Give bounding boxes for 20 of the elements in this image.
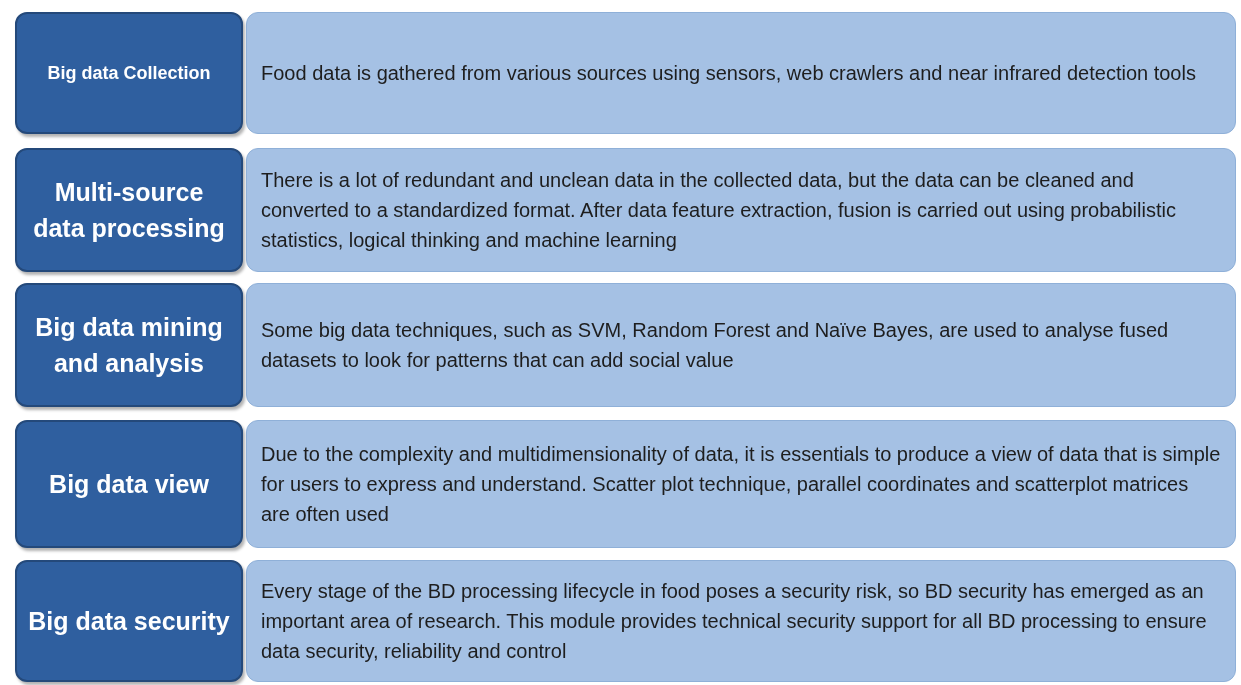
description-box <box>246 560 1236 682</box>
stage-title: Big data view <box>49 469 209 500</box>
description-text: Some big data techniques, such as SVM, Random Forest and Naïve Bayes, are used to analyse fused datasets to look for patterns that can add social value <box>261 318 1170 373</box>
stage-box <box>15 12 243 134</box>
stage-box <box>15 148 243 272</box>
description-box <box>246 12 1236 134</box>
description-text: There is a lot of redundant and unclean data in the collected data, but the data can be cleaned and converted to a standardized format. After data feature extraction, fusion is carried out using probabilistic statistics, logical thinking and machine learning <box>261 168 1177 253</box>
description-text: Every stage of the BD processing lifecycle in food poses a security risk, so BD security has emerged as an important area of research. This module provides technical security support for all BD processing to ensure data security, reliability and control <box>261 579 1208 664</box>
stage-title: Big data Collection <box>47 62 211 85</box>
description-box <box>246 283 1236 407</box>
stage-title: Big data mining and analysis <box>34 312 224 379</box>
description-box <box>246 420 1236 548</box>
stage-box <box>15 283 243 407</box>
description-text: Food data is gathered from various sources using sensors, web crawlers and near infrared detection tools <box>261 61 1196 86</box>
description-text: Due to the complexity and multidimensionality of data, it is essentials to produce a view of data that is simple for users to express and understand. Scatter plot technique, parallel coordinates and scatterplot matrices are often used <box>261 442 1221 527</box>
stage-box <box>15 560 243 682</box>
stage-title: Big data security <box>28 606 230 637</box>
description-box <box>246 148 1236 272</box>
stage-box <box>15 420 243 548</box>
stage-title: Multi-source data processing <box>32 177 226 244</box>
